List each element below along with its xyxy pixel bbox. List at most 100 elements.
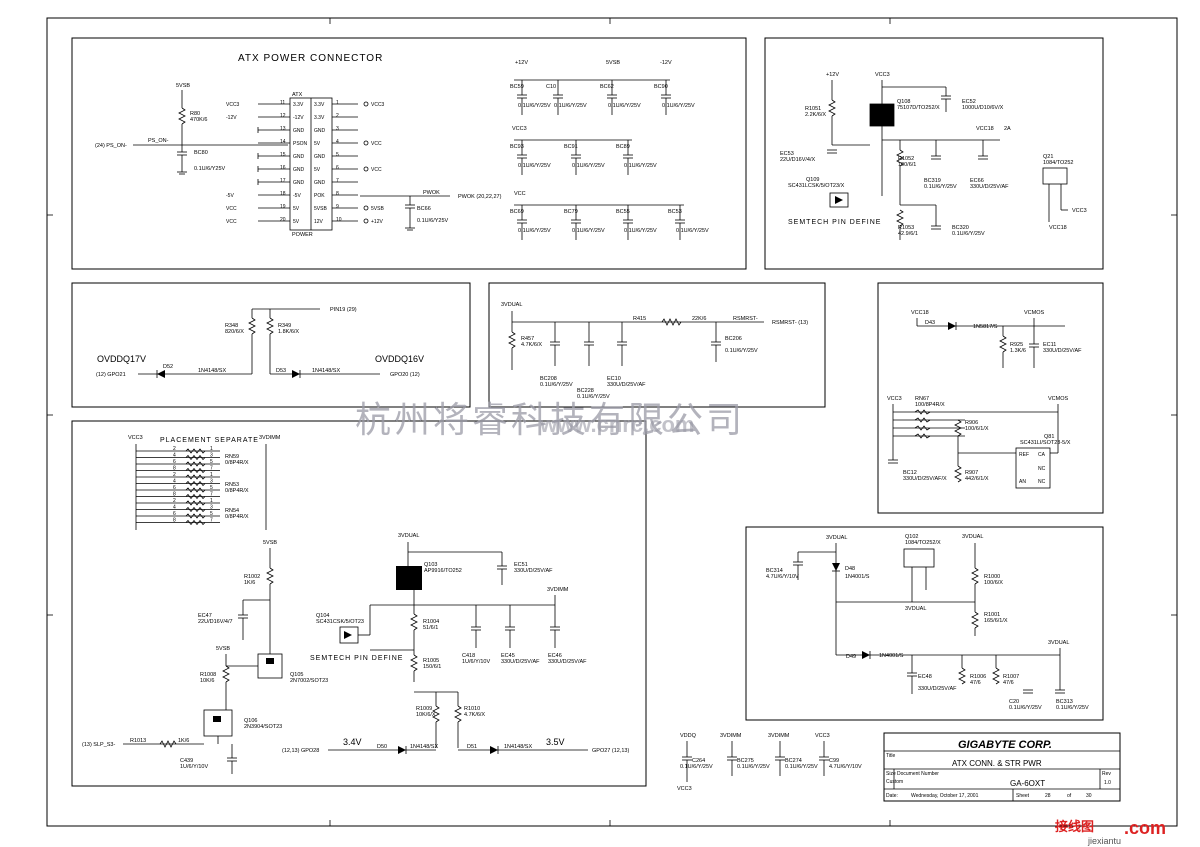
reg1-panel <box>764 37 1104 270</box>
size-label: Size <box>886 771 896 777</box>
d50-ref: D50 <box>377 744 387 750</box>
rsmrst-net: RSMRST- <box>733 316 758 322</box>
q108-body <box>869 103 895 127</box>
atx-right-net: VCC3 <box>371 102 385 108</box>
border-ticks <box>47 18 1177 826</box>
rn-pin-right: 7 <box>210 518 213 524</box>
atx-right-net: +12V <box>371 219 383 225</box>
sheet-border <box>46 17 1178 827</box>
atx-right-pin: 5VSB <box>314 206 327 212</box>
q106-body <box>203 709 233 737</box>
q81-pin-nc2: NC <box>1038 479 1046 485</box>
rail-12v: +12V <box>515 60 528 66</box>
atx-left-num: 18 <box>280 191 286 197</box>
vcmos-vcc18: VCC18 <box>911 310 929 316</box>
r1005-value: 150/6/1 <box>423 664 441 670</box>
bc314-ref: BC314 <box>766 568 783 574</box>
rn-row-resistor <box>185 461 206 467</box>
decap-value: 0.1U/6/Y/25V <box>624 163 657 169</box>
r415-value: 22K/6 <box>692 316 706 322</box>
r906-value: 100/6/1/X <box>965 426 989 432</box>
q103-value: AP9916/TO252 <box>424 568 462 574</box>
c264-ref: C264 <box>692 758 705 764</box>
atx-left-num: 14 <box>280 139 286 145</box>
r1002-ref: R1002 <box>244 574 260 580</box>
r80-value: 470K/6 <box>190 117 207 123</box>
logo-cn: 接线图 <box>1055 819 1094 835</box>
pwok-net: PWOK <box>423 190 440 196</box>
sheet-total: 30 <box>1086 793 1092 799</box>
atx-ref: ATX <box>292 92 303 98</box>
reg1-12v: +12V <box>826 72 839 78</box>
bc275-value: 0.1U/6/Y/25V <box>737 764 770 770</box>
atx-left-pin: 5V <box>293 219 300 225</box>
decap-ref: BC69 <box>510 209 524 215</box>
dimm-3v4: 3.4V <box>343 737 362 747</box>
r1013-symbol <box>159 740 177 748</box>
ec52-value: 1000U/D10/6V/X <box>962 105 1004 111</box>
reg1-vcc3: VCC3 <box>875 72 890 78</box>
decap-ref: BC90 <box>654 84 668 90</box>
r1004-symbol <box>410 613 418 631</box>
rn-pin-left: 6 <box>173 511 176 517</box>
atx-right-num: 10 <box>336 217 342 223</box>
atx-left-num: 19 <box>280 204 286 210</box>
decap-ref: BC53 <box>668 209 682 215</box>
decap-value: 0.1U/6/Y/25V <box>608 103 641 109</box>
ps-on-net: PS_ON- <box>148 138 169 144</box>
rn-row-resistor <box>185 487 206 493</box>
ec11-ref: EC11 <box>1043 342 1056 348</box>
q102-body <box>903 548 935 568</box>
r1002-symbol <box>266 567 274 585</box>
d48-ref: D48 <box>845 566 855 572</box>
d48-value: 1N4001/S <box>845 574 870 580</box>
ec53-value: 22U/D16V/4/X <box>780 157 815 163</box>
r907-ref: R907 <box>965 470 978 476</box>
sheet-of: of <box>1067 793 1072 799</box>
r349-ref: R349 <box>278 323 291 329</box>
rn-row-resistor <box>185 474 206 480</box>
date-value: Wednesday, October 17, 2001 <box>911 793 979 799</box>
decap-value: 0.1U/6/Y/25V <box>676 228 709 234</box>
bcaps-vddq: VDDQ <box>680 733 697 739</box>
atx-right-pin: 3.3V <box>314 102 325 108</box>
rn-row-resistor <box>185 500 206 506</box>
atx-left-net: -5V <box>226 193 234 199</box>
r907-symbol <box>954 465 962 483</box>
rn-row-resistor <box>185 467 206 474</box>
bc313-value: 0.1U/6/Y/25V <box>1056 705 1089 711</box>
logo-url: jiexiantu <box>1087 836 1121 846</box>
r1005-ref: R1005 <box>423 658 439 664</box>
rsmrst-3vdual: 3VDUAL <box>501 302 522 308</box>
r1009-value: 10K/6/X <box>416 712 436 718</box>
rn-pin-right: 1 <box>210 472 213 478</box>
c20-value: 0.1U/6/Y/25V <box>1009 705 1042 711</box>
atx-part: POWER <box>292 232 313 238</box>
decap-value: 0.1U/6/Y/25V <box>572 228 605 234</box>
atx-right-pin: 5V <box>314 167 321 173</box>
q105-value: 2N7002/SOT23 <box>290 678 328 684</box>
atx-panel <box>71 37 747 270</box>
bc314-value: 4.7U/6/Y/10V <box>766 574 799 580</box>
bc206-value: 0.1U/6/Y/25V <box>725 348 758 354</box>
docnum-label: Document Number <box>897 771 939 777</box>
reg1-semtech: SEMTECH PIN DEFINE <box>788 219 881 226</box>
bc206-ref: BC206 <box>725 336 742 342</box>
r1010-ref: R1010 <box>464 706 480 712</box>
atx-left-net: VCC3 <box>226 102 240 108</box>
bc320-value: 0.1U/6/Y/25V <box>952 231 985 237</box>
size-value: Custom <box>886 779 903 785</box>
d51-symbol <box>490 746 498 754</box>
atx-right-num: 8 <box>336 191 339 197</box>
q109-body <box>829 192 849 208</box>
q21-vcc3: VCC3 <box>1072 208 1087 214</box>
rn-row-resistor <box>185 519 206 526</box>
d50-symbol <box>398 746 406 754</box>
r1006-ref: R1006 <box>970 674 986 680</box>
rn-pin-left: 6 <box>173 485 176 491</box>
dimm-5vsb-2: 5VSB <box>216 646 230 652</box>
bc274-value: 0.1U/6/Y/25V <box>785 764 818 770</box>
atx-left-net: -12V <box>226 115 237 121</box>
placement-vcc3: VCC3 <box>128 435 143 441</box>
atx-left-pin: GND <box>293 154 305 160</box>
